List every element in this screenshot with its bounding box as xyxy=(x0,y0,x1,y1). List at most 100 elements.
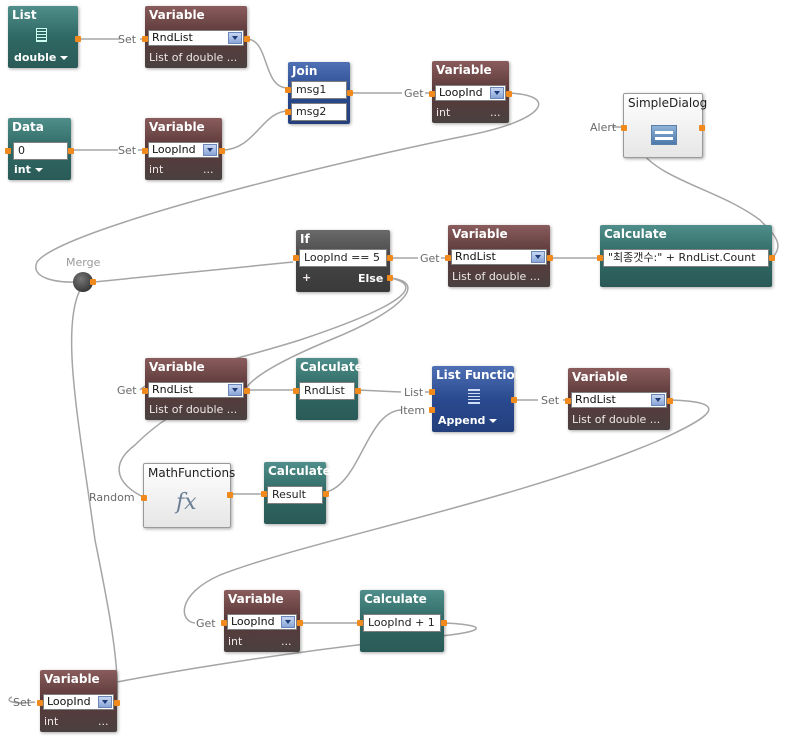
variable-title: Variable xyxy=(572,370,628,384)
list-function-select[interactable]: Append xyxy=(438,414,498,427)
variable-title: Variable xyxy=(149,8,205,22)
variable-type: int xyxy=(149,163,164,176)
variable-output-port[interactable] xyxy=(547,255,553,261)
calculate-output-port[interactable] xyxy=(323,491,329,497)
variable-select[interactable]: LoopInd xyxy=(148,142,219,158)
calculate-increment-node[interactable]: Calculate LoopInd + 1 xyxy=(357,590,447,652)
data-node[interactable]: Data 0 int xyxy=(5,118,74,180)
calculate-output-port[interactable] xyxy=(441,620,447,626)
calculate-output-port[interactable] xyxy=(769,255,775,261)
data-input-port[interactable] xyxy=(5,148,11,154)
mathfunctions-node[interactable]: MathFunctions fx xyxy=(141,463,235,528)
data-output-port[interactable] xyxy=(68,148,74,154)
variable-output-port[interactable] xyxy=(506,91,512,97)
if-add-branch-button[interactable]: + xyxy=(302,271,312,284)
if-else-label: Else xyxy=(358,272,384,285)
variable-output-port[interactable] xyxy=(219,148,225,154)
variable-loopind-bottom[interactable]: Variable LoopInd int ... xyxy=(37,670,120,732)
variable-select[interactable]: RndList xyxy=(451,249,547,265)
variable-select[interactable]: LoopInd xyxy=(435,85,506,101)
chevron-down-icon xyxy=(490,87,504,99)
calculate-output-port[interactable] xyxy=(355,388,361,394)
calculate-expression-field[interactable]: Result xyxy=(267,486,323,504)
variable-type: List of double ... xyxy=(572,413,661,426)
variable-select[interactable]: RndList xyxy=(148,30,244,46)
calculate-expression-field[interactable]: RndList xyxy=(299,382,355,400)
list-node[interactable]: List double xyxy=(8,6,81,68)
join-input-port-1[interactable] xyxy=(285,87,291,93)
list-icon xyxy=(36,28,47,42)
variable-input-port[interactable] xyxy=(37,700,43,706)
join-node[interactable]: Join msg1 msg2 xyxy=(285,62,353,124)
chevron-down-icon xyxy=(228,32,242,44)
list-functions-node[interactable]: List Functions Append xyxy=(429,366,530,432)
simpledialog-output-port[interactable] xyxy=(699,125,705,131)
alert-label: Alert xyxy=(590,121,617,134)
get-label: Get xyxy=(404,87,424,100)
variable-rndlist-top[interactable]: Variable RndList List of double ... xyxy=(142,6,250,68)
variable-loopind-top[interactable]: Variable LoopInd int ... xyxy=(142,118,225,180)
variable-type: List of double ... xyxy=(452,270,541,283)
variable-loopind-inc[interactable]: Variable LoopInd int ... xyxy=(221,590,303,652)
if-node[interactable]: If LoopInd == 5 + Else xyxy=(293,230,393,292)
if-then-port[interactable] xyxy=(387,255,393,261)
join-input-port-2[interactable] xyxy=(285,109,291,115)
join-output-port[interactable] xyxy=(347,90,353,96)
variable-input-port[interactable] xyxy=(221,620,227,626)
variable-rndlist-mid[interactable]: Variable RndList List of double ... xyxy=(142,358,250,420)
calculate-input-port[interactable] xyxy=(357,620,363,626)
join-msg1-field[interactable]: msg1 xyxy=(291,81,347,99)
merge-node[interactable] xyxy=(73,272,93,292)
variable-input-port[interactable] xyxy=(429,91,435,97)
variable-rndlist-get[interactable]: Variable RndList List of double ... xyxy=(445,225,553,287)
calculate-expression-field[interactable]: LoopInd + 1 xyxy=(363,614,441,632)
variable-loopind-get[interactable]: Variable LoopInd int ... xyxy=(429,61,512,123)
variable-input-port[interactable] xyxy=(142,36,148,42)
if-input-port[interactable] xyxy=(293,255,299,261)
variable-input-port[interactable] xyxy=(142,148,148,154)
variable-rndlist-set[interactable]: Variable RndList List of double ... xyxy=(565,368,673,430)
calculate-result-node[interactable]: Calculate Result xyxy=(261,462,331,524)
mathfunctions-title: MathFunctions xyxy=(148,466,236,480)
data-value-field[interactable]: 0 xyxy=(13,142,68,160)
merge-output-port[interactable] xyxy=(90,279,96,285)
get-label: Get xyxy=(196,617,216,630)
variable-output-port[interactable] xyxy=(297,620,303,626)
calculate-expression-field[interactable]: "최종갯수:" + RndList.Count xyxy=(603,249,769,267)
variable-select[interactable]: LoopInd xyxy=(43,694,114,710)
list-functions-list-port[interactable] xyxy=(429,389,435,395)
if-else-port[interactable] xyxy=(387,275,393,281)
simpledialog-input-port[interactable] xyxy=(621,125,627,131)
list-output-port[interactable] xyxy=(75,36,81,42)
variable-input-port[interactable] xyxy=(142,388,148,394)
list-functions-item-port[interactable] xyxy=(429,407,435,413)
calculate-title: Calculate xyxy=(300,360,363,374)
chevron-down-icon xyxy=(489,419,498,423)
calculate-rndlist-node[interactable]: Calculate RndList xyxy=(293,358,363,420)
list-functions-output-port[interactable] xyxy=(511,397,517,403)
item-label: Item xyxy=(400,404,426,417)
join-msg2-field[interactable]: msg2 xyxy=(291,103,347,121)
calculate-message-node[interactable]: Calculate "최종갯수:" + RndList.Count xyxy=(597,225,775,287)
variable-title: Variable xyxy=(149,360,205,374)
mathfunctions-input-port[interactable] xyxy=(141,495,147,501)
calculate-input-port[interactable] xyxy=(597,255,603,261)
list-append-icon xyxy=(468,389,480,404)
calculate-title: Calculate xyxy=(268,464,331,478)
calculate-input-port[interactable] xyxy=(293,388,299,394)
simpledialog-node[interactable]: SimpleDialog xyxy=(621,93,707,158)
variable-select[interactable]: RndList xyxy=(148,382,244,398)
data-type-select[interactable]: int xyxy=(14,163,43,176)
variable-output-port[interactable] xyxy=(114,700,120,706)
if-condition-field[interactable]: LoopInd == 5 xyxy=(299,249,387,267)
variable-output-port[interactable] xyxy=(667,398,673,404)
variable-input-port[interactable] xyxy=(445,255,451,261)
list-type-select[interactable]: double xyxy=(14,51,69,64)
variable-select[interactable]: RndList xyxy=(571,392,667,408)
variable-output-port[interactable] xyxy=(244,36,250,42)
calculate-input-port[interactable] xyxy=(261,491,267,497)
variable-output-port[interactable] xyxy=(244,388,250,394)
mathfunctions-output-port[interactable] xyxy=(227,492,233,498)
variable-input-port[interactable] xyxy=(565,398,571,404)
variable-select[interactable]: LoopInd xyxy=(227,614,297,630)
